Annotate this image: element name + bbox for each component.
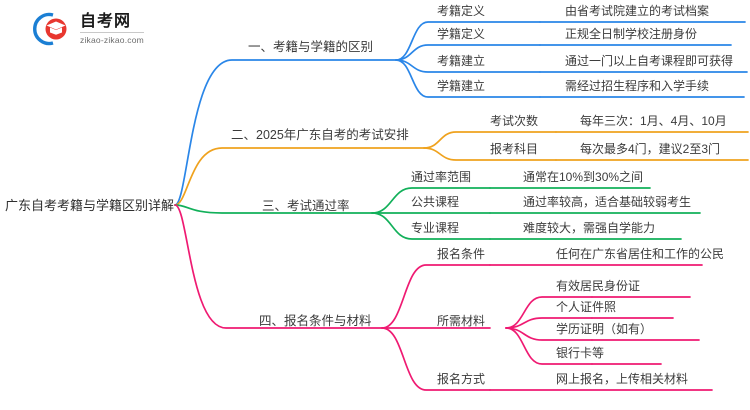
branch-1-child-1-label[interactable]: 考籍定义 (437, 4, 486, 18)
branch-4-child-2-label[interactable]: 所需材料 (437, 314, 486, 328)
branch-3-child-2-label[interactable]: 公共课程 (411, 195, 460, 209)
branch-1-child-4-detail[interactable]: 需经过招生程序和入学手续 (565, 79, 710, 93)
branch-4-material-item-4[interactable]: 银行卡等 (556, 346, 605, 360)
branch-1-child-1-detail[interactable]: 由省考试院建立的考试档案 (565, 4, 710, 18)
branch-1-child-3-detail[interactable]: 通过一门以上自考课程即可获得 (565, 54, 734, 68)
logo-title: 自考网 (80, 13, 144, 33)
logo-subtitle: zikao-zikao.com (80, 34, 144, 45)
branch-node-4[interactable]: 四、报名条件与材料 (259, 314, 372, 328)
root-node[interactable]: 广东自考考籍与学籍区别详解 (5, 198, 175, 213)
branch-4-material-item-1[interactable]: 有效居民身份证 (556, 279, 641, 293)
branch-node-1[interactable]: 一、考籍与学籍的区别 (248, 40, 374, 54)
logo-text: 自考网 zikao-zikao.com (80, 13, 144, 45)
branch-4-material-item-2[interactable]: 个人证件照 (556, 300, 617, 314)
branch-3-child-3-label[interactable]: 专业课程 (411, 221, 460, 235)
branch-2-child-1-detail[interactable]: 每年三次：1月、4月、10月 (580, 114, 727, 128)
branch-3-child-2-detail[interactable]: 通过率较高，适合基础较弱考生 (523, 195, 692, 209)
branch-3-child-3-detail[interactable]: 难度较大，需强自学能力 (523, 221, 656, 235)
branch-1-child-2-detail[interactable]: 正规全日制学校注册身份 (565, 27, 698, 41)
branch-4-child-3-detail[interactable]: 网上报名，上传相关材料 (556, 372, 689, 386)
branch-node-3[interactable]: 三、考试通过率 (262, 199, 350, 213)
branch-4-child-1-label[interactable]: 报名条件 (437, 247, 486, 261)
branch-3-child-1-detail[interactable]: 通常在10%到30%之间 (523, 170, 644, 184)
branch-1-child-2-label[interactable]: 学籍定义 (437, 27, 486, 41)
branch-4-material-item-3[interactable]: 学历证明（如有） (556, 322, 653, 336)
branch-1-child-4-label[interactable]: 学籍建立 (437, 79, 486, 93)
branch-2-child-2-detail[interactable]: 每次最多4门，建议2至3门 (580, 142, 721, 156)
branch-4-child-1-detail[interactable]: 任何在广东省居住和工作的公民 (556, 247, 725, 261)
branch-4-child-3-label[interactable]: 报名方式 (437, 372, 486, 386)
branch-3-child-1-label[interactable]: 通过率范围 (411, 170, 472, 184)
site-logo: 自考网 zikao-zikao.com (33, 12, 144, 46)
branch-2-child-1-label[interactable]: 考试次数 (490, 114, 539, 128)
branch-1-child-3-label[interactable]: 考籍建立 (437, 54, 486, 68)
graduation-cap-icon (33, 12, 73, 46)
branch-node-2[interactable]: 二、2025年广东自考的考试安排 (231, 128, 409, 142)
branch-2-child-2-label[interactable]: 报考科目 (490, 142, 539, 156)
